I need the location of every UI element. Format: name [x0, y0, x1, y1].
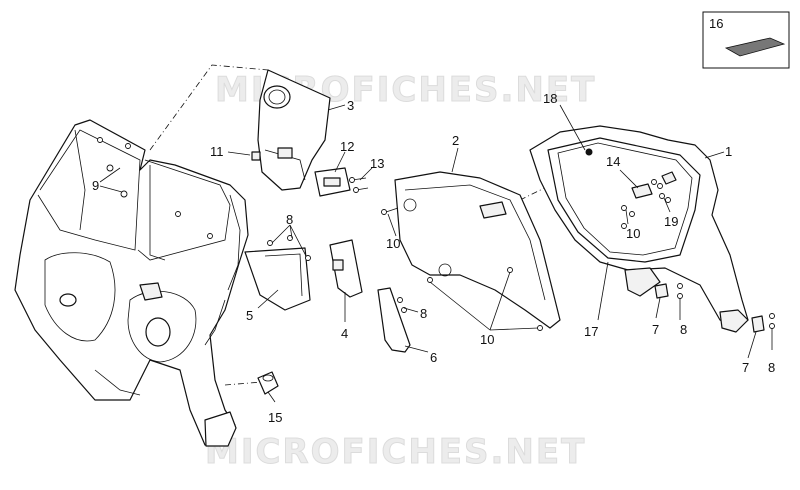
inner-shield-frame [14, 119, 249, 447]
callout-4: 4 [341, 326, 348, 341]
part-11-clip [251, 151, 261, 161]
callout-labels: 1 2 3 4 5 6 7 7 8 8 8 8 9 10 10 10 11 12… [92, 16, 775, 425]
part-7-clip-a [654, 283, 683, 299]
callout-8d: 8 [768, 360, 775, 375]
callout-18: 18 [543, 91, 557, 106]
callout-15: 15 [268, 410, 282, 425]
callout-12: 12 [340, 139, 354, 154]
part-7-clip-b [751, 313, 775, 333]
callout-8a: 8 [286, 212, 293, 227]
callout-3: 3 [347, 98, 354, 113]
part-13-screws [349, 177, 369, 193]
callout-9: 9 [92, 178, 99, 193]
leader-lines [99, 104, 773, 403]
part-10-inner-screws [621, 205, 635, 229]
callout-17: 17 [584, 324, 598, 339]
callout-8c: 8 [680, 322, 687, 337]
callout-14: 14 [606, 154, 620, 169]
callout-11: 11 [210, 144, 224, 159]
callout-16: 16 [709, 16, 723, 31]
callout-10a: 10 [386, 236, 400, 251]
callout-2: 2 [452, 133, 459, 148]
part-3-air-duct [257, 69, 331, 191]
part-2-panel [394, 171, 561, 329]
part-16-inset [702, 11, 790, 69]
part-1-outer-cover [529, 125, 749, 333]
callout-10c: 10 [626, 226, 640, 241]
callout-8b: 8 [420, 306, 427, 321]
callout-13: 13 [370, 156, 384, 171]
callout-10b: 10 [480, 332, 494, 347]
part-12-bracket [314, 167, 351, 197]
part-6-strip [377, 287, 411, 353]
watermark-bottom: MICROFICHES.NET [205, 432, 586, 472]
callout-7a: 7 [652, 322, 659, 337]
part-5-cover [244, 235, 311, 311]
dash-line-15 [224, 381, 263, 386]
dash-line-3 [149, 64, 269, 151]
callout-5: 5 [246, 308, 253, 323]
callout-1: 1 [725, 144, 732, 159]
part-4-small-panel [329, 239, 363, 298]
callout-7b: 7 [742, 360, 749, 375]
part-19-washers [659, 193, 671, 203]
part-15-plug [257, 371, 279, 395]
callout-19: 19 [664, 214, 678, 229]
callout-6: 6 [430, 350, 437, 365]
